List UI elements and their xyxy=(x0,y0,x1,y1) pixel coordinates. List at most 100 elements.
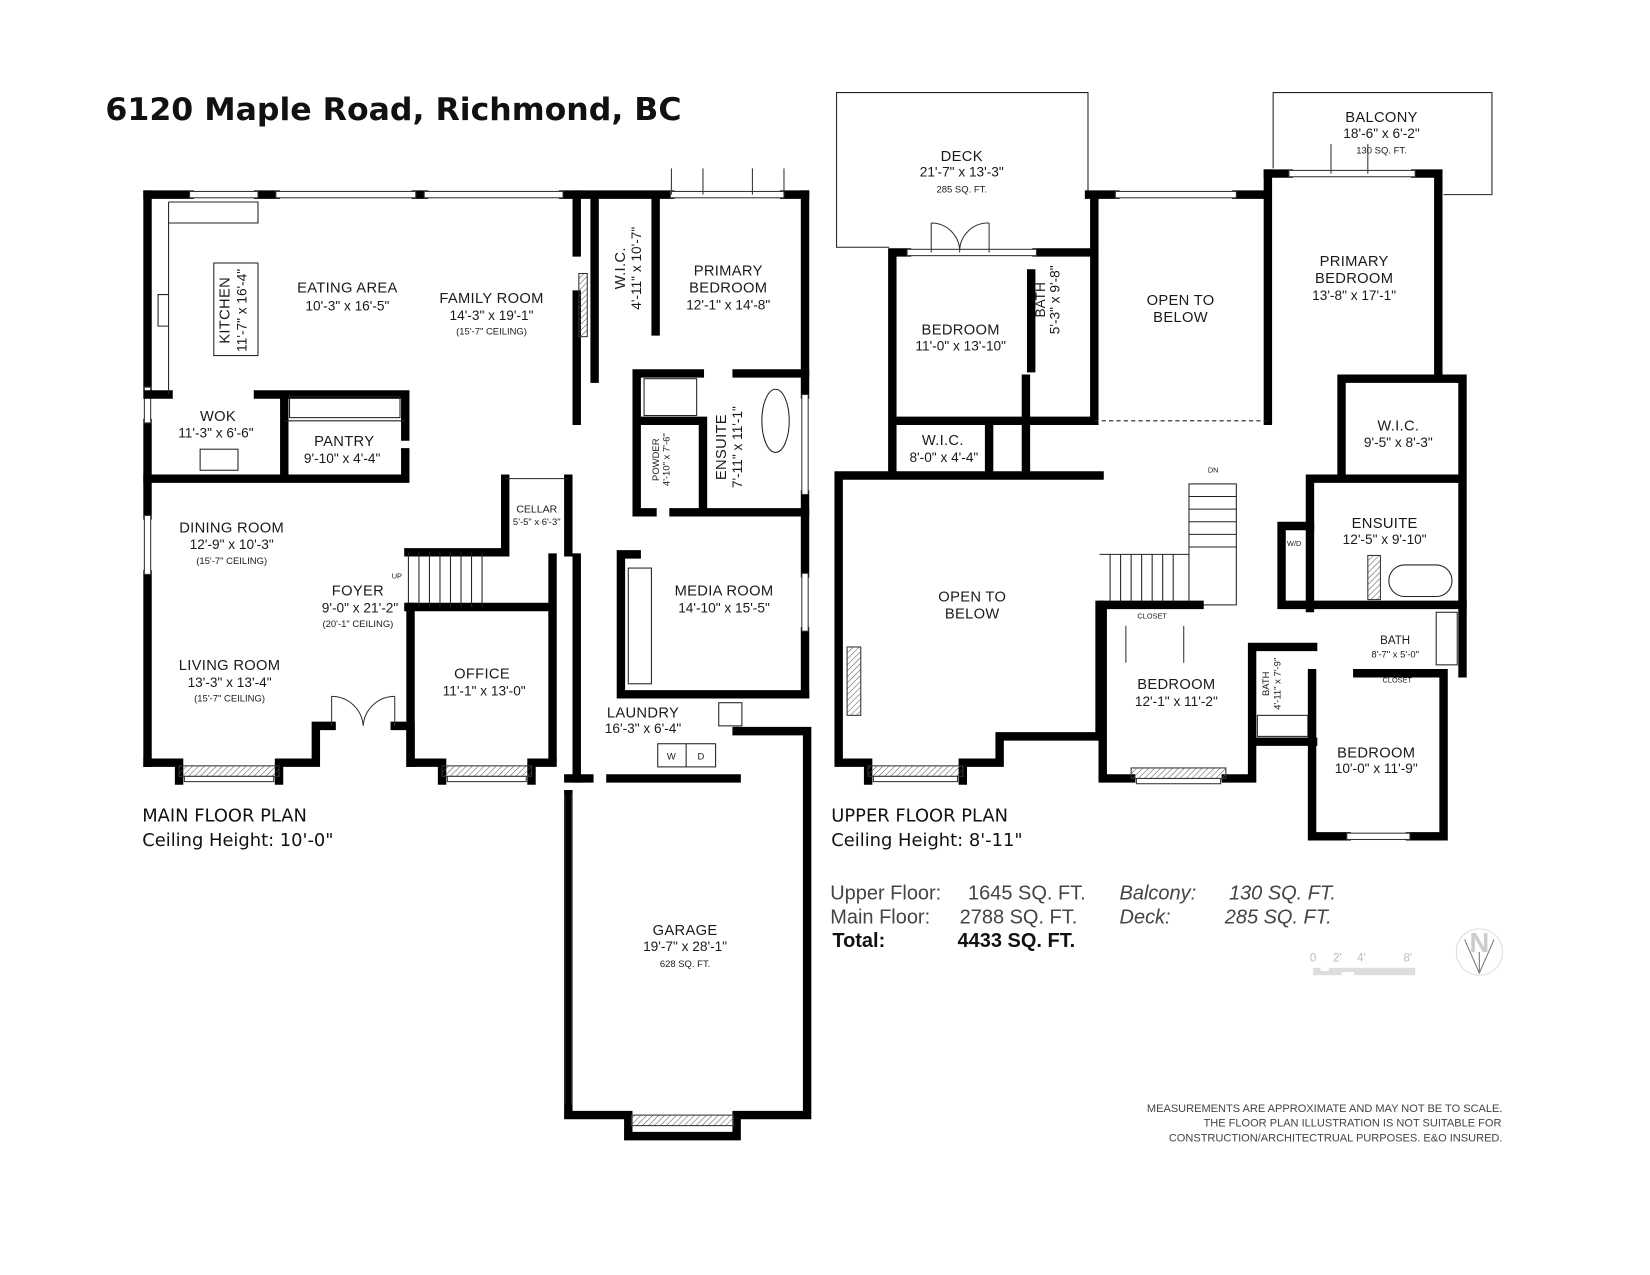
room-ensuite: ENSUITE 7'-11" x 11'-1" xyxy=(714,406,745,488)
room-living-room: LIVING ROOM xyxy=(179,658,281,674)
room-ceiling-note: (20'-1" CEILING) xyxy=(323,619,394,630)
area-summary: Upper Floor: 1645 SQ. FT. Balcony: 130 S… xyxy=(830,882,1336,951)
room-ceiling-note: (15'-7" CEILING) xyxy=(194,694,265,705)
disclaimer-line: CONSTRUCTION/ARCHITECTRUAL PURPOSES. E&O… xyxy=(1169,1132,1503,1144)
room-dimensions: 14'-10" x 15'-5" xyxy=(678,600,770,615)
room-dimensions: 11'-1" x 13'-0" xyxy=(443,683,526,698)
stairs-down-marker: DN xyxy=(1208,465,1219,474)
scale-tick: 0 xyxy=(1310,953,1316,965)
room-cellar: CELLAR xyxy=(516,503,557,515)
room-dimensions: 19'-7" x 28'-1" xyxy=(643,939,727,954)
room-dimensions: 12'-1" x 11'-2" xyxy=(1135,694,1218,709)
room-area: 285 SQ. FT. xyxy=(937,185,987,196)
total-area-value: 4433 SQ. FT. xyxy=(958,930,1076,952)
room-dimensions: 9'-0" x 21'-2" xyxy=(322,600,399,615)
property-address-title: 6120 Maple Road, Richmond, BC xyxy=(105,92,681,128)
main-floor-plan: KITCHEN 11'-7" x 16'-4" EATING AREA 10'-… xyxy=(142,168,812,1141)
room-dimensions: 9'-10" x 4'-4" xyxy=(304,451,381,466)
room-dimensions: 5'-3" x 9'-8" xyxy=(1048,265,1063,334)
washer-dryer-marker: W/D xyxy=(1287,539,1301,548)
dryer-marker: D xyxy=(697,752,704,763)
room-bedroom: BEDROOM xyxy=(922,323,1000,339)
room-foyer: FOYER xyxy=(332,583,384,599)
north-arrow-icon: N xyxy=(1455,927,1504,976)
room-dimensions: 12'-1" x 14'-8" xyxy=(686,297,770,312)
disclaimer: MEASUREMENTS ARE APPROXIMATE AND MAY NOT… xyxy=(1147,1103,1503,1144)
room-pantry: PANTRY xyxy=(314,434,374,450)
deck-area-label: Deck: xyxy=(1120,907,1171,929)
room-name-line2: BELOW xyxy=(945,607,1000,623)
stairs-up-marker: UP xyxy=(392,572,402,581)
room-dimensions: 9'-5" x 8'-3" xyxy=(1364,435,1433,450)
room-dimensions: 5'-5" x 6'-3" xyxy=(513,517,561,528)
room-ceiling-note: (15'-7" CEILING) xyxy=(196,556,267,567)
room-dining-room: DINING ROOM xyxy=(179,520,284,536)
main-stairs xyxy=(407,552,483,607)
room-name: BATH xyxy=(1261,671,1272,696)
room-dimensions: 4'-10" x 7'-6" xyxy=(661,433,672,486)
upper-floor-area-value: 1645 SQ. FT. xyxy=(968,882,1086,904)
upper-floor-room-labels: DECK 21'-7" x 13'-3" 285 SQ. FT. BALCONY… xyxy=(909,110,1432,776)
room-name: ENSUITE xyxy=(714,414,730,480)
room-dimensions: 10'-3" x 16'-5" xyxy=(305,298,389,313)
upper-floor-plan: DECK 21'-7" x 13'-3" 285 SQ. FT. BALCONY… xyxy=(831,92,1493,851)
room-area: 628 SQ. FT. xyxy=(660,959,710,970)
scale-tick: 4' xyxy=(1357,953,1366,965)
room-garage: GARAGE xyxy=(653,923,718,939)
room-dimensions: 13'-8" x 17'-1" xyxy=(1312,288,1396,303)
scale-tick: 2' xyxy=(1333,953,1342,965)
room-area: 130 SQ. FT. xyxy=(1356,146,1406,157)
room-dimensions: 4'-11" x 10'-7" xyxy=(629,227,644,310)
room-name: BATH xyxy=(1033,282,1048,317)
scale-tick: 8' xyxy=(1403,953,1412,965)
upper-floor-ceiling-height: Ceiling Height: 8'-11" xyxy=(831,830,1022,851)
room-dimensions: 18'-6" x 6'-2" xyxy=(1343,126,1420,141)
disclaimer-line: MEASUREMENTS ARE APPROXIMATE AND MAY NOT… xyxy=(1147,1103,1503,1115)
room-name-line2: BEDROOM xyxy=(689,280,767,296)
room-dimensions: 13'-3" x 13'-4" xyxy=(188,675,272,690)
upper-stairs xyxy=(1099,483,1237,606)
room-bedroom: BEDROOM xyxy=(1337,745,1415,761)
deck-area-value: 285 SQ. FT. xyxy=(1224,907,1332,929)
room-name: POWDER xyxy=(651,438,662,481)
room-powder: POWDER 4'-10" x 7'-6" xyxy=(651,433,673,486)
room-eating-area: EATING AREA xyxy=(297,280,398,296)
balcony-outline xyxy=(1272,92,1493,196)
main-floor-ceiling-height: Ceiling Height: 10'-0" xyxy=(142,830,333,851)
main-floor-area-value: 2788 SQ. FT. xyxy=(960,907,1078,929)
room-balcony: BALCONY xyxy=(1345,110,1418,126)
balcony-area-label: Balcony: xyxy=(1120,882,1197,904)
room-primary-bedroom: PRIMARY xyxy=(1320,254,1389,270)
upper-floor-walls xyxy=(834,92,1493,841)
closet-label: CLOSET xyxy=(1137,612,1167,621)
room-dimensions: 10'-0" x 11'-9" xyxy=(1335,761,1418,776)
north-letter: N xyxy=(1469,927,1489,958)
room-deck: DECK xyxy=(941,149,983,165)
room-dimensions: 8'-0" x 4'-4" xyxy=(909,450,978,465)
main-floor-area-label: Main Floor: xyxy=(830,907,930,929)
room-kitchen: KITCHEN 11'-7" x 16'-4" xyxy=(218,269,250,352)
room-dimensions: 11'-7" x 16'-4" xyxy=(234,269,249,352)
room-name-line2: BEDROOM xyxy=(1315,271,1393,287)
room-dimensions: 8'-7" x 5'-0" xyxy=(1371,649,1419,660)
room-office: OFFICE xyxy=(454,667,510,683)
room-name: KITCHEN xyxy=(218,277,234,344)
room-ensuite: ENSUITE xyxy=(1352,516,1418,532)
room-name-line2: BELOW xyxy=(1153,310,1208,326)
upper-floor-heading: UPPER FLOOR PLAN xyxy=(831,806,1008,827)
room-dimensions: 12'-5" x 9'-10" xyxy=(1343,532,1427,547)
washer-marker: W xyxy=(667,752,676,763)
room-dimensions: 7'-11" x 11'-1" xyxy=(730,406,745,488)
room-ceiling-note: (15'-7" CEILING) xyxy=(456,327,527,338)
room-laundry: LAUNDRY xyxy=(607,705,679,721)
deck-outline xyxy=(836,92,1089,248)
room-wok: WOK xyxy=(200,409,236,425)
disclaimer-line: THE FLOOR PLAN ILLUSTRATION IS NOT SUITA… xyxy=(1204,1118,1502,1130)
room-wic: W.I.C. 4'-11" x 10'-7" xyxy=(613,227,644,310)
room-bath: BATH 4'-11" x 7'-9" xyxy=(1261,658,1284,710)
total-area-label: Total: xyxy=(832,930,885,952)
room-media-room: MEDIA ROOM xyxy=(675,583,774,599)
room-dimensions: 12'-9" x 10'-3" xyxy=(190,537,274,552)
